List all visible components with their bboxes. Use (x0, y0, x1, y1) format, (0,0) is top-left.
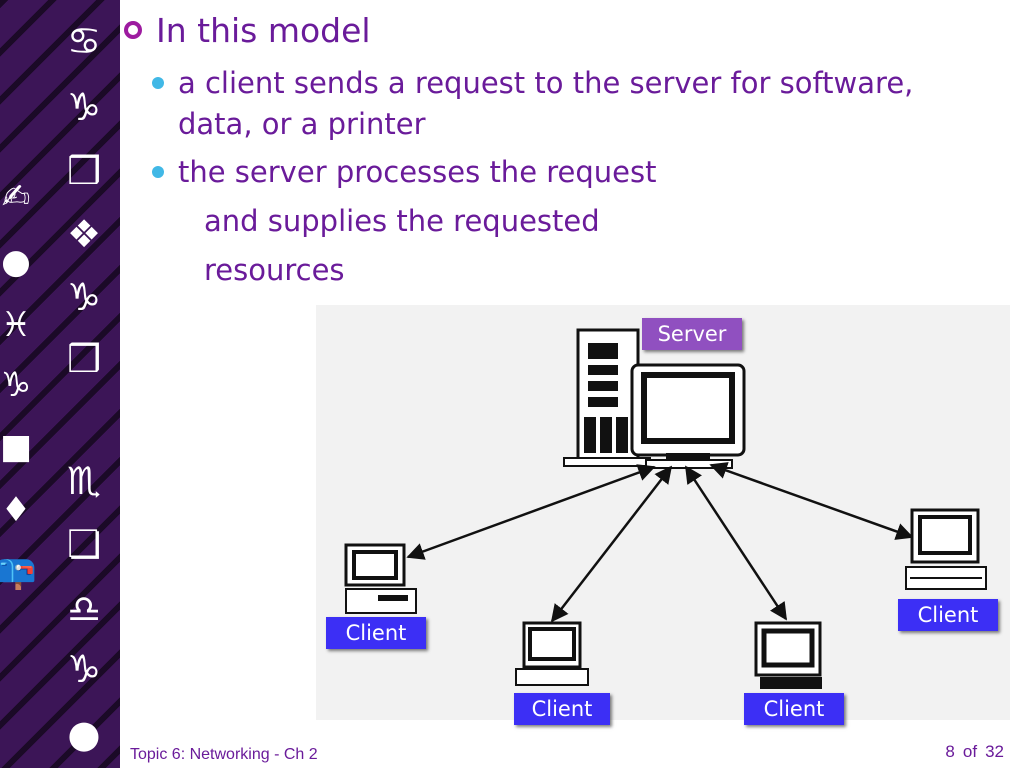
bullet-text-line: a client sends a request to the server f… (178, 66, 914, 100)
heading-row: In this model (120, 8, 371, 52)
circle-icon: ● (67, 712, 101, 756)
zodiac-capricorn-icon: ♑ (66, 275, 102, 319)
client-label: Client (898, 599, 998, 631)
client-label: Client (514, 693, 610, 725)
diamond-cross-icon: ❖ (66, 212, 102, 256)
client-label: Client (326, 617, 426, 649)
continuation-line: resources (204, 253, 345, 287)
zodiac-pisces-icon: ♓ (0, 305, 32, 345)
zodiac-libra-icon: ♎ (66, 587, 102, 631)
connection-arrow (406, 464, 656, 560)
bullet-item: a client sends a request to the server f… (152, 63, 914, 145)
circle-icon: ● (1, 242, 31, 282)
hollow-square-icon: ❏ (66, 522, 102, 566)
bullet-item: the server processes the request (152, 152, 657, 193)
client-label: Client (744, 693, 844, 725)
slide-content: In this model a client sends a request t… (120, 0, 1024, 768)
page-current: 8 (945, 742, 955, 761)
hand-pen-icon: ✍ (1, 177, 31, 217)
zodiac-scorpio-icon: ♏ (66, 459, 102, 503)
zodiac-capricorn-icon: ♑ (66, 647, 102, 691)
bullet-text-line: the server processes the request (178, 155, 657, 189)
connection-arrow (550, 465, 673, 623)
ring-bullet-icon (124, 21, 142, 39)
server-monitor-icon (630, 363, 746, 469)
shadowed-square-icon: ❒ (66, 149, 102, 193)
client-server-diagram: Server Client Client Client Client (316, 305, 1010, 725)
page-of: of (962, 742, 978, 761)
footer-title: Topic 6: Networking - Ch 2 (130, 746, 318, 763)
decorative-sidebar: ✍ ● ♓ ♑ ■ ♦ 📪 ♋ ♑ ❒ ❖ ♑ ❒ ♏ ❏ ♎ ♑ ● (0, 0, 120, 768)
zodiac-capricorn-icon: ♑ (0, 365, 32, 405)
diamond-icon: ♦ (0, 490, 32, 530)
diagram-drawing (344, 328, 987, 689)
shadowed-square-icon: ❒ (66, 337, 102, 381)
continuation-line: and supplies the requested (204, 204, 600, 238)
bullet-text-line: data, or a printer (178, 107, 426, 141)
mailbox-icon: 📪 (0, 552, 38, 592)
client-computer-icon (754, 621, 822, 689)
slide-heading: In this model (156, 10, 371, 50)
client-computer-icon (344, 543, 417, 614)
server-label: Server (642, 318, 742, 350)
zodiac-cancer-icon: ♋ (66, 19, 102, 63)
page-total: 32 (985, 742, 1004, 761)
client-computer-icon (905, 508, 987, 590)
bullet-dot-icon (152, 166, 164, 178)
page-indicator: 8 of 32 (945, 742, 1004, 762)
client-computer-icon (515, 621, 589, 686)
connection-arrow (709, 462, 914, 540)
square-icon: ■ (0, 427, 33, 467)
zodiac-capricorn-icon: ♑ (66, 85, 102, 129)
bullet-dot-icon (152, 77, 164, 89)
connection-arrow (684, 465, 788, 621)
